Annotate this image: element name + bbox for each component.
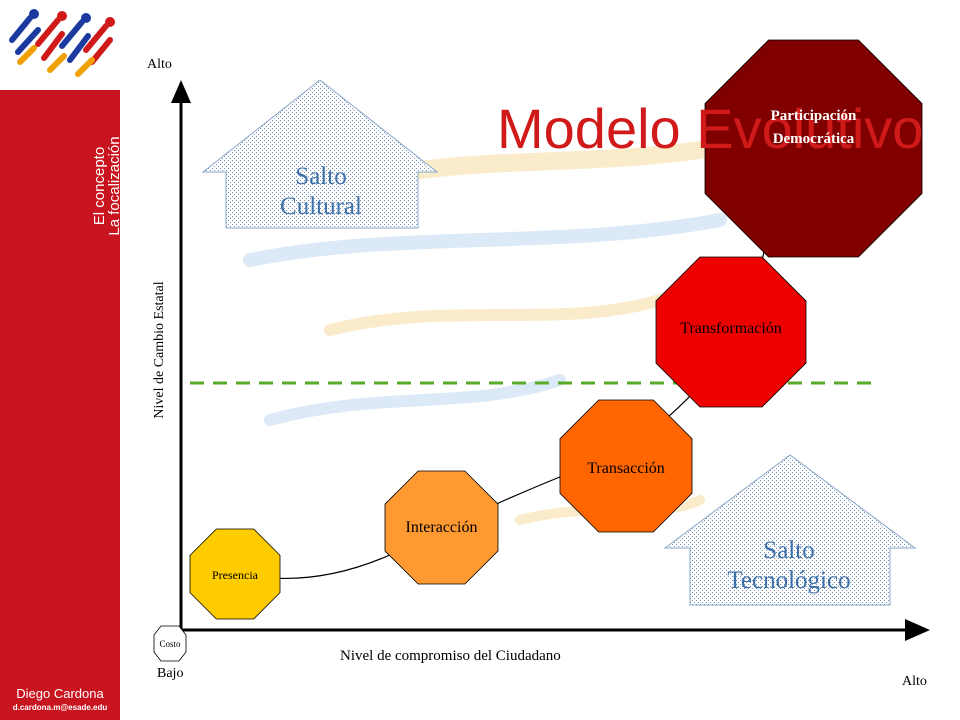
stage-label: Presencia xyxy=(212,568,258,582)
x-axis-end-label: Alto xyxy=(902,674,927,689)
stage-label: Transacción xyxy=(587,459,665,477)
y-axis-arrow-head xyxy=(171,80,191,103)
author-name: Diego Cardona xyxy=(16,686,104,701)
slide-title: Modelo Evolutivo xyxy=(497,97,924,160)
stage-participacion-octagon xyxy=(704,39,923,258)
x-axis-arrow-head xyxy=(905,619,930,641)
cost-badge-octagon xyxy=(153,625,187,662)
y-axis-top-label: Alto xyxy=(147,57,172,72)
cultural-leap-arrow xyxy=(201,79,439,229)
stage-transaccion-octagon xyxy=(559,399,693,533)
tech-leap-arrow xyxy=(663,454,917,606)
stage-label: Interacción xyxy=(405,519,478,537)
stage-transformacion-octagon xyxy=(655,256,807,408)
x-axis-label: Nivel de compromiso del Ciudadano xyxy=(340,648,561,664)
origin-label: Bajo xyxy=(157,666,184,681)
stage-presencia-octagon xyxy=(189,528,281,620)
cost-badge-label: Costo xyxy=(159,639,181,649)
stage-interaccion-octagon xyxy=(384,470,499,585)
stage-label: Transformación xyxy=(680,320,782,337)
running-figures-logo xyxy=(9,9,115,77)
logo-figures xyxy=(0,0,120,90)
stage-label: Participación Democrática xyxy=(770,108,857,148)
author-email: d.cardona.m@esade.edu xyxy=(12,703,108,712)
